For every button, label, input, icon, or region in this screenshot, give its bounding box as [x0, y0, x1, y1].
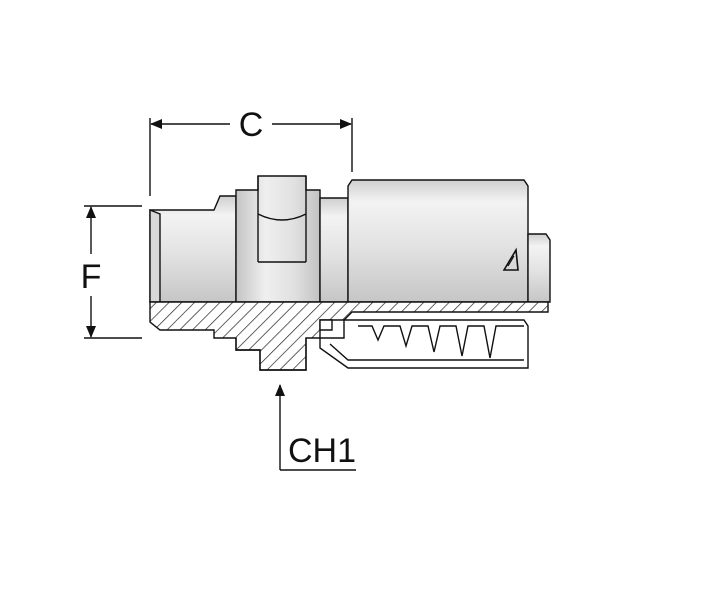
- bore-lip: [319, 319, 333, 331]
- hex-flat-curve: [257, 213, 307, 221]
- dimension-ch1: [275, 384, 356, 471]
- dimension-ch1-label: CH1: [288, 432, 356, 470]
- hex-section-outline: [235, 338, 307, 371]
- ferrule-shell: [347, 179, 529, 303]
- dimension-c-label: C: [239, 106, 264, 144]
- hex-nut: [235, 175, 321, 303]
- fitting-section-view: [149, 301, 549, 371]
- fitting-outer-view: [149, 175, 551, 303]
- hose-tail: [527, 233, 551, 303]
- ferrule-teeth: [358, 325, 524, 359]
- ferrule-inner-base: [329, 343, 524, 361]
- dimension-c: [149, 118, 353, 196]
- ferrule-section: [319, 319, 529, 369]
- nipple-lip: [149, 208, 161, 303]
- crimp-mark-icon: [502, 247, 519, 271]
- collar: [319, 197, 349, 303]
- nipple-body: [149, 195, 237, 303]
- dimension-f-label: F: [81, 258, 102, 296]
- dimension-f: [84, 205, 142, 339]
